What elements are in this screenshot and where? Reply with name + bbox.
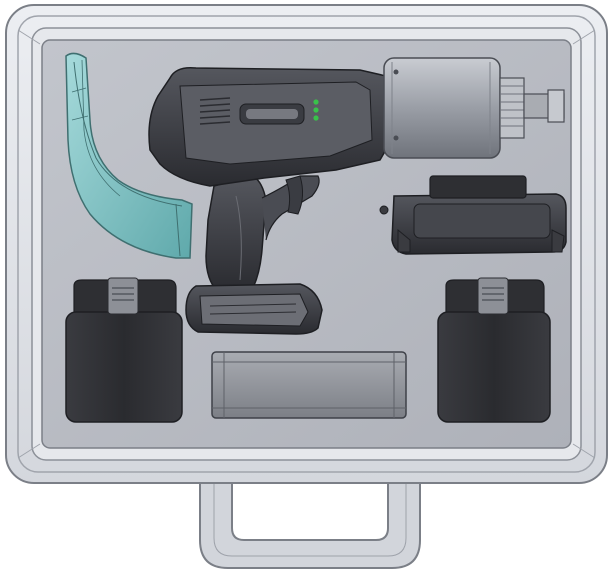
- torque-wrench-tool[interactable]: [148, 57, 565, 335]
- accessory-box[interactable]: [211, 351, 407, 419]
- reaction-arm[interactable]: [65, 52, 193, 259]
- vent-grille: [199, 97, 231, 125]
- carry-handle[interactable]: [199, 469, 421, 569]
- battery-pack-right[interactable]: [437, 277, 551, 423]
- battery-charger[interactable]: [379, 175, 567, 255]
- battery-pack-left[interactable]: [65, 277, 183, 423]
- status-led-icon: [313, 99, 319, 121]
